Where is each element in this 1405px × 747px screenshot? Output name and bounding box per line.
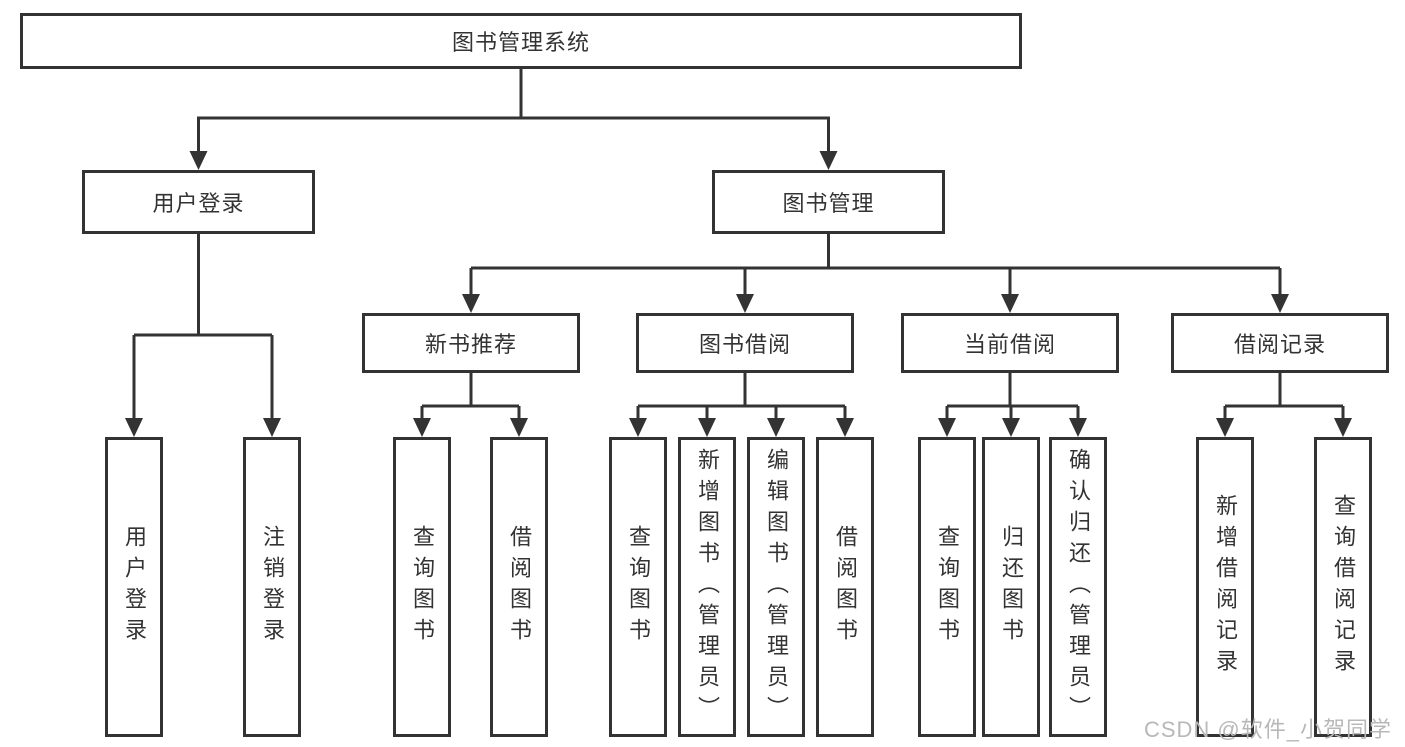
- leaf-label: 查询图书: [626, 525, 651, 649]
- leaf-label: 查询借阅记录: [1331, 494, 1356, 680]
- leaf-return-books: 归还图书: [982, 437, 1040, 737]
- node-user-login: 用户登录: [82, 170, 315, 234]
- leaf-label: 确认归还（管理员）: [1066, 447, 1091, 727]
- node-label: 新书推荐: [424, 332, 517, 357]
- leaf-query-borrow-record: 查询借阅记录: [1314, 437, 1372, 737]
- leaf-label: 查询图书: [935, 525, 960, 649]
- leaf-edit-books-admin: 编辑图书（管理员）: [747, 437, 805, 737]
- leaf-label: 借阅图书: [507, 525, 532, 649]
- leaf-label: 新增借阅记录: [1213, 494, 1238, 680]
- leaf-label: 用户登录: [122, 525, 147, 649]
- leaf-confirm-return-admin: 确认归还（管理员）: [1049, 437, 1107, 737]
- leaf-add-borrow-record: 新增借阅记录: [1196, 437, 1254, 737]
- leaf-label: 借阅图书: [833, 525, 858, 649]
- node-label: 借阅记录: [1233, 332, 1326, 357]
- leaf-logout: 注销登录: [243, 437, 301, 737]
- node-label: 当前借阅: [963, 332, 1056, 357]
- node-label: 图书借阅: [698, 332, 791, 357]
- node-label: 用户登录: [152, 191, 245, 216]
- node-library-management-system: 图书管理系统: [20, 13, 1022, 69]
- leaf-label: 归还图书: [999, 525, 1024, 649]
- leaf-query-books-borrowing: 查询图书: [609, 437, 667, 737]
- leaf-add-books-admin: 新增图书（管理员）: [678, 437, 736, 737]
- leaf-user-login: 用户登录: [105, 437, 163, 737]
- leaf-borrow-books-recommend: 借阅图书: [490, 437, 548, 737]
- node-borrowing-records: 借阅记录: [1171, 313, 1389, 373]
- watermark-text: CSDN @软件_小贺同学: [1143, 717, 1392, 742]
- leaf-label: 编辑图书（管理员）: [764, 447, 789, 727]
- leaf-borrow-books-borrowing: 借阅图书: [816, 437, 874, 737]
- node-label: 图书管理系统: [451, 30, 590, 55]
- node-book-borrowing: 图书借阅: [636, 313, 854, 373]
- leaf-label: 新增图书（管理员）: [695, 447, 720, 727]
- node-current-borrowing: 当前借阅: [901, 313, 1119, 373]
- leaf-label: 查询图书: [410, 525, 435, 649]
- leaf-query-books-recommend: 查询图书: [393, 437, 451, 737]
- leaf-label: 注销登录: [260, 525, 285, 649]
- node-book-management: 图书管理: [712, 170, 945, 234]
- node-new-book-recommendation: 新书推荐: [362, 313, 580, 373]
- leaf-query-books-current: 查询图书: [918, 437, 976, 737]
- node-label: 图书管理: [782, 191, 875, 216]
